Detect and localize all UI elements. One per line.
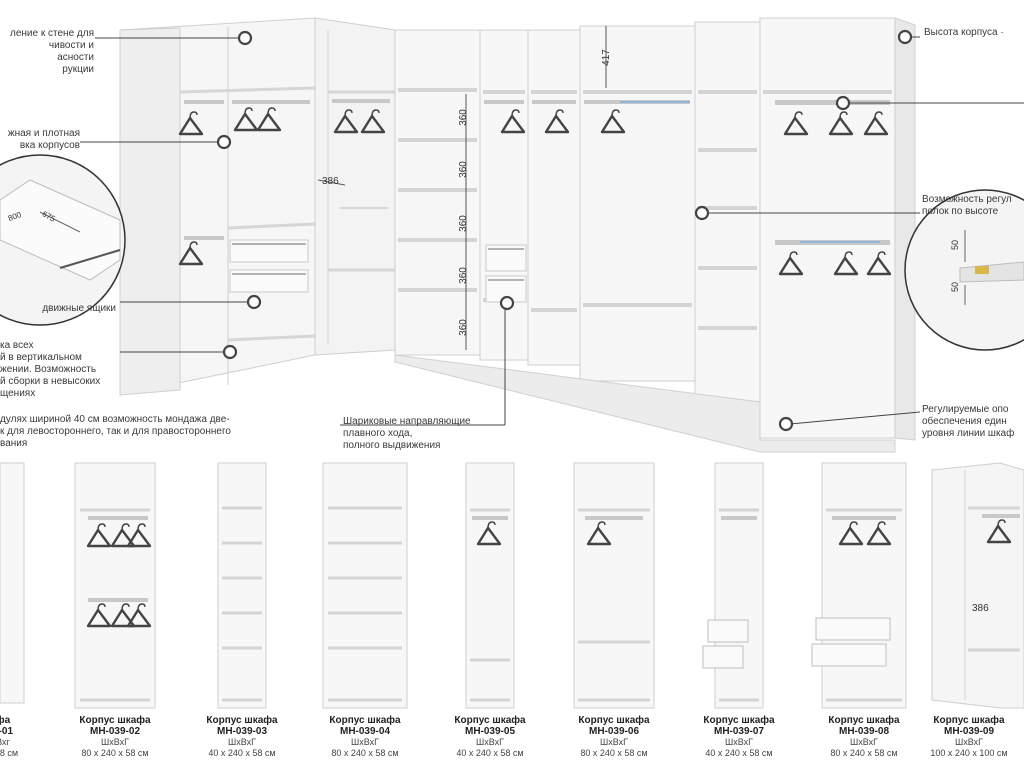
product-caption-06: Корпус шкафа МН-039-06 ШхВхГ 80 х 240 х …: [578, 715, 650, 758]
product-caption-04: Корпус шкафа МН-039-04 ШхВхГ 80 х 240 х …: [329, 715, 401, 758]
dim-50-bottom: 50: [950, 281, 961, 293]
dim-386: 386: [322, 176, 339, 187]
modules-40-note: дулях шириной 40 см возможность мондажа …: [0, 414, 231, 449]
product-caption-07: Корпус шкафа МН-039-07 ШхВхГ 40 х 240 х …: [703, 715, 775, 758]
dim-386-small: 386: [972, 603, 989, 614]
dim-50-top: 50: [950, 239, 961, 251]
dim-417: 417: [600, 49, 612, 66]
dim-360-3: 360: [457, 215, 469, 232]
dim-360-5: 360: [457, 319, 469, 336]
wall-mount-note: ление к стене для чивости и асности рукц…: [10, 28, 94, 75]
product-caption-09: Корпус шкафа МН-039-09 ШхВхГ 100 х 240 х…: [930, 715, 1008, 758]
tight-join-note: жная и плотная вка корпусов: [7, 128, 80, 151]
dim-360-4: 360: [457, 267, 469, 284]
product-caption-02: Корпус шкафа МН-039-02 ШхВхГ 80 х 240 х …: [79, 715, 151, 758]
supports-note: Регулируемые опо обеспечения един уровня…: [922, 404, 1015, 439]
product-caption-01: фа 9-01 Вхг х 58 см: [0, 715, 19, 758]
product-caption-05: Корпус шкафа МН-039-05 ШхВхГ 40 х 240 х …: [454, 715, 526, 758]
body-height-note: Высота корпуса ·: [924, 27, 1004, 38]
dim-360-1: 360: [457, 109, 469, 126]
drawers-note: движные ящики: [42, 303, 116, 314]
assembly-note: ка всех й в вертикальном жении. Возможно…: [0, 340, 101, 399]
shelf-adjust-note: Возможность регул полок по высоте: [922, 194, 1012, 217]
ball-guides-note: Шариковые направляющие плавного хода, по…: [343, 416, 471, 451]
product-caption-08: Корпус шкафа МН-039-08 ШхВхГ 80 х 240 х …: [828, 715, 900, 758]
product-caption-03: Корпус шкафа МН-039-03 ШхВхГ 40 х 240 х …: [206, 715, 278, 758]
dim-360-2: 360: [457, 161, 469, 178]
